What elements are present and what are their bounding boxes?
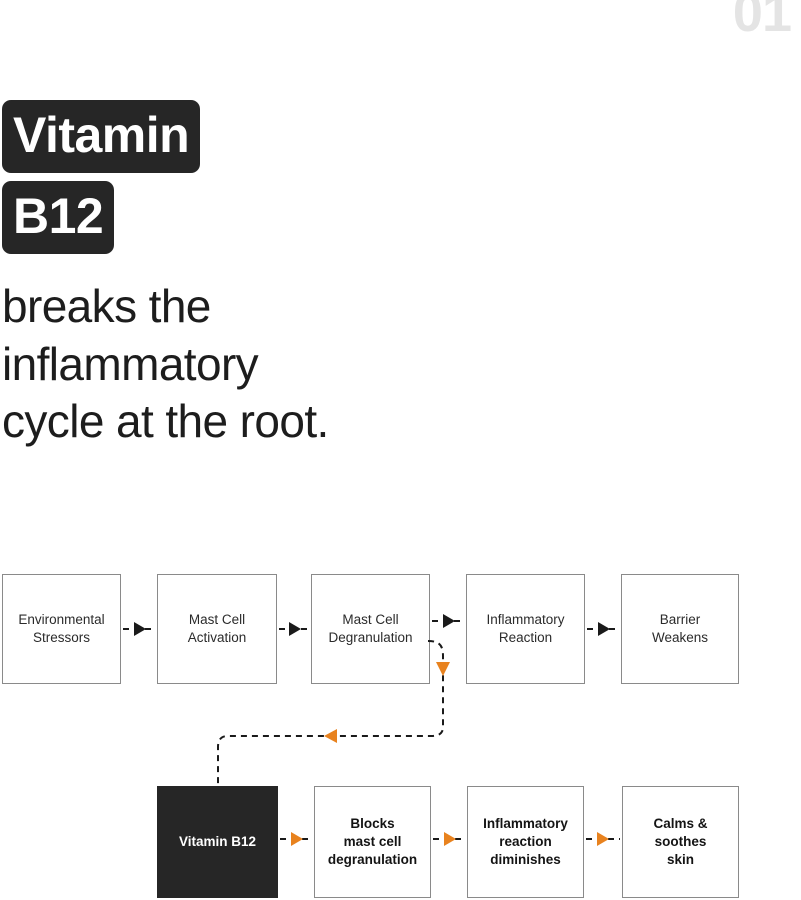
step-number: 01 [732,0,792,43]
arrowhead-top-1-icon [134,622,146,636]
headline-line-1: breaks the [2,280,211,332]
headline-chip-vitamin: Vitamin [2,100,201,173]
flow-node-line-1: Blocks [350,815,395,831]
flow-node-line-1: Vitamin B12 [178,833,257,849]
arrowhead-bottom-1-icon [291,832,303,846]
flow-node-label: Vitamin B12 [173,833,262,851]
flow-node-label: Calms & soothes skin [647,815,713,870]
flow-node-line-1: Barrier [659,611,701,627]
flow-node-line-3: diminishes [490,852,561,868]
flow-node-inflammatory-reaction-diminishes[interactable]: Inflammatory reaction diminishes [467,786,584,898]
flow-node-line-3: skin [666,852,694,868]
flow-node-line-2: mast cell [343,833,402,849]
flow-node-line-2: Reaction [498,630,553,645]
headline-rest: breaks the inflammatory cycle at the roo… [2,278,562,451]
flow-node-label: Inflammatory reaction diminishes [477,815,574,870]
flow-node-line-2: reaction [499,833,552,849]
flow-node-calms-soothes-skin[interactable]: Calms & soothes skin [622,786,739,898]
headline-block: Vitamin B12 breaks the inflammatory cycl… [2,100,562,451]
flow-node-barrier-weakens[interactable]: Barrier Weakens [621,574,739,684]
flow-node-label: Barrier Weakens [646,611,714,647]
flow-node-label: Mast Cell Activation [182,611,253,647]
flow-node-line-1: Calms & [653,815,708,831]
flow-node-vitamin-b12[interactable]: Vitamin B12 [157,786,278,898]
flow-node-line-1: Environmental [18,611,105,627]
flow-node-line-2: Activation [187,630,247,645]
arrowhead-top-2-icon [289,622,301,636]
arrowhead-bottom-2-icon [444,832,456,846]
flow-node-line-2: Weakens [651,630,709,645]
flow-node-mast-cell-activation[interactable]: Mast Cell Activation [157,574,277,684]
flow-node-label: Blocks mast cell degranulation [322,815,423,870]
arrowhead-bottom-3-icon [597,832,609,846]
headline-line-3: cycle at the root. [2,395,329,447]
flow-node-line-2: soothes [654,833,707,849]
arrowhead-intervention-down-icon [436,662,450,676]
arrowhead-intervention-left-icon [324,729,337,743]
headline-chip-b12: B12 [2,181,115,254]
flow-node-environmental-stressors[interactable]: Environmental Stressors [2,574,121,684]
flow-node-inflammatory-reaction[interactable]: Inflammatory Reaction [466,574,585,684]
flow-node-label: Environmental Stressors [12,611,110,647]
flow-node-label: Inflammatory Reaction [480,611,570,647]
flow-node-line-1: Inflammatory [483,815,568,831]
flow-node-line-1: Inflammatory [486,611,565,627]
flow-node-line-2: Degranulation [328,630,413,645]
arrowhead-top-4-icon [598,622,610,636]
flow-node-label: Mast Cell Degranulation [322,611,418,647]
flow-node-line-1: Mast Cell [188,611,246,627]
flow-node-mast-cell-degranulation[interactable]: Mast Cell Degranulation [311,574,430,684]
headline-line-2: inflammatory [2,337,259,390]
flow-node-blocks-mast-cell-degranulation[interactable]: Blocks mast cell degranulation [314,786,431,898]
flow-node-line-2: Stressors [32,630,90,645]
arrowhead-top-3-icon [443,614,455,628]
flow-node-line-1: Mast Cell [342,611,399,627]
flow-node-line-3: degranulation [327,852,418,868]
